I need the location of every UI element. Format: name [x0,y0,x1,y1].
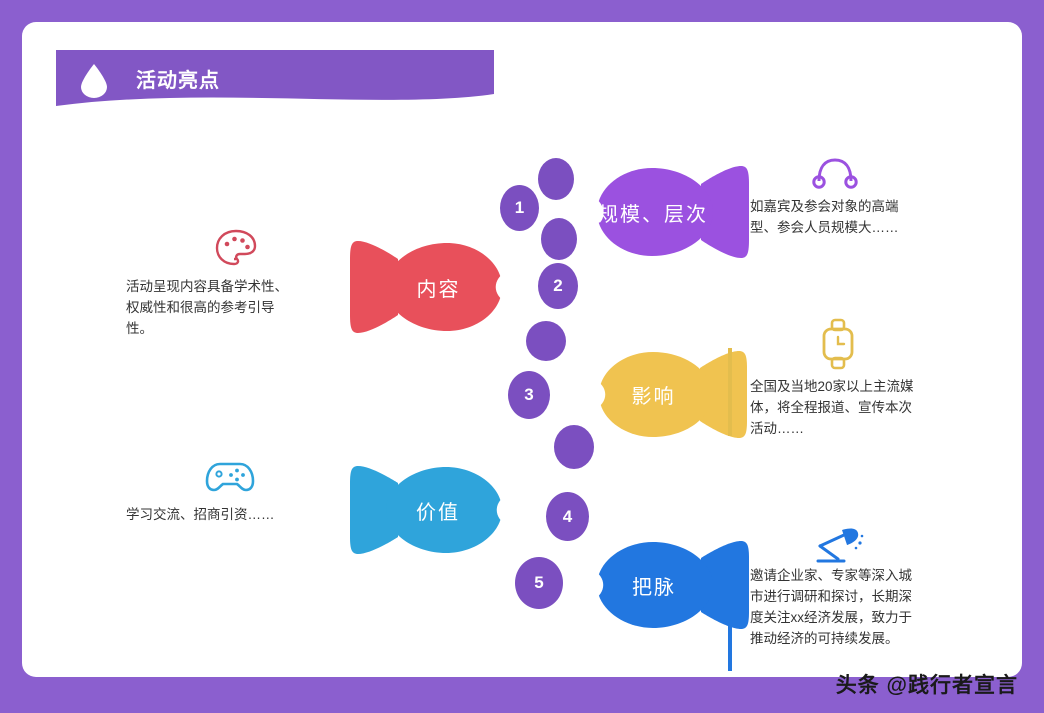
fish-shape-influence: 影响 [580,347,755,442]
decorative-dot-4 [554,425,594,469]
watermark-text: 头条 @践行者宣言 [835,674,1018,697]
step-marker-4[interactable]: 4 [546,492,589,541]
description-text: 邀请企业家、专家等深入城 市进行调研和探讨，长期深 度关注xx经济发展，致力于 … [750,568,912,646]
gamepad-icon [205,462,255,492]
step-marker-2[interactable]: 2 [538,263,578,309]
step-marker-3[interactable]: 3 [508,371,550,419]
fish-body [592,541,749,629]
description-text: 学习交流、招商引资…… [126,507,275,522]
fish-body [592,166,749,258]
description-text: 全国及当地20家以上主流媒 体，将全程报道、宣传本次 活动…… [750,379,914,436]
fish-body [594,351,747,438]
page-title: 活动亮点 [136,70,220,92]
description-text: 如嘉宾及参会对象的高端 型、参会人员规模大…… [750,199,899,235]
water-drop-icon [81,64,107,98]
smartwatch-icon [822,318,854,370]
section-header-banner: 活动亮点 [56,50,494,106]
step-marker-1[interactable]: 1 [500,185,539,231]
accent-bar [728,348,732,436]
banner-shape [56,50,494,106]
decorative-dot-3 [526,321,566,361]
fish-body [350,241,507,333]
slide-card: 活动亮点 活动呈现内容具备学术性、 权威性和很高的参考引导 性。 内容 规模、层… [22,22,1022,677]
desk-lamp-icon [816,528,864,563]
description-text: 活动呈现内容具备学术性、 权威性和很高的参考引导 性。 [126,279,288,336]
accent-bar [728,174,732,242]
fish-shape-content: 内容 [342,237,507,337]
palette-icon [215,229,257,266]
fish-body [350,466,508,554]
step-marker-5[interactable]: 5 [515,557,563,609]
accent-bar [728,559,732,671]
decorative-dot-2 [541,218,577,260]
decorative-dot-1 [538,158,574,200]
fish-shape-value: 价值 [340,462,508,558]
headphones-icon [812,158,858,189]
